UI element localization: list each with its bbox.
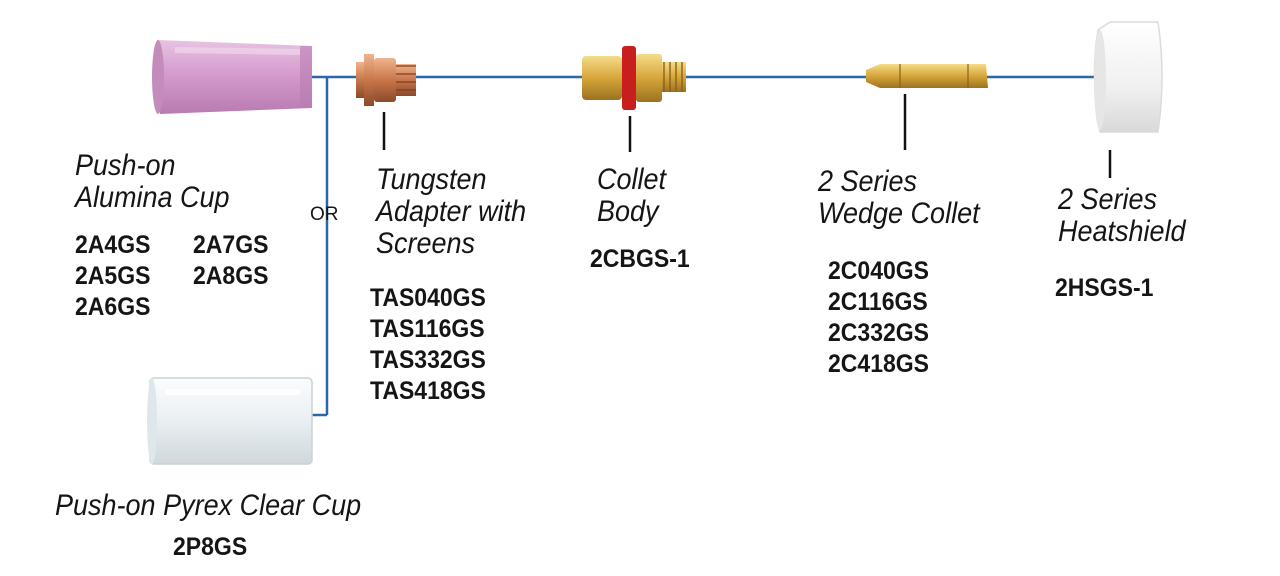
tungsten-adapter-name: Tungsten Adapter with Screens — [376, 163, 527, 260]
leader-lines — [382, 94, 1112, 178]
tungsten-adapter-image — [356, 54, 416, 106]
pyrex-cup-name: Push-on Pyrex Clear Cup — [55, 489, 362, 522]
pyrex-cup-part-number: 2P8GS — [173, 533, 248, 561]
or-label: OR — [310, 204, 339, 225]
tungsten-adapter-part-numbers: TAS040GS TAS116GS TAS332GS TAS418GS — [370, 284, 486, 405]
wedge-collet-part-numbers: 2C040GS 2C116GS 2C332GS 2C418GS — [828, 257, 930, 378]
alumina-cup-part-numbers-col2: 2A7GS 2A8GS — [193, 231, 269, 290]
collet-body-name: Collet Body — [597, 163, 667, 228]
collet-body-part-number: 2CBGS-1 — [590, 245, 690, 273]
collet-body-image — [582, 46, 686, 110]
alumina-cup-part-numbers-col1: 2A4GS 2A5GS 2A6GS — [75, 231, 151, 321]
wedge-collet-image — [866, 64, 988, 88]
wedge-collet-name: 2 Series Wedge Collet — [818, 165, 980, 230]
heatshield-name: 2 Series Heatshield — [1058, 183, 1186, 248]
alumina-cup-image — [152, 40, 312, 114]
heatshield-part-number: 2HSGS-1 — [1055, 274, 1154, 302]
heatshield-image — [1093, 21, 1163, 133]
pyrex-cup-image — [147, 377, 313, 465]
alumina-cup-name: Push-on Alumina Cup — [75, 149, 230, 214]
